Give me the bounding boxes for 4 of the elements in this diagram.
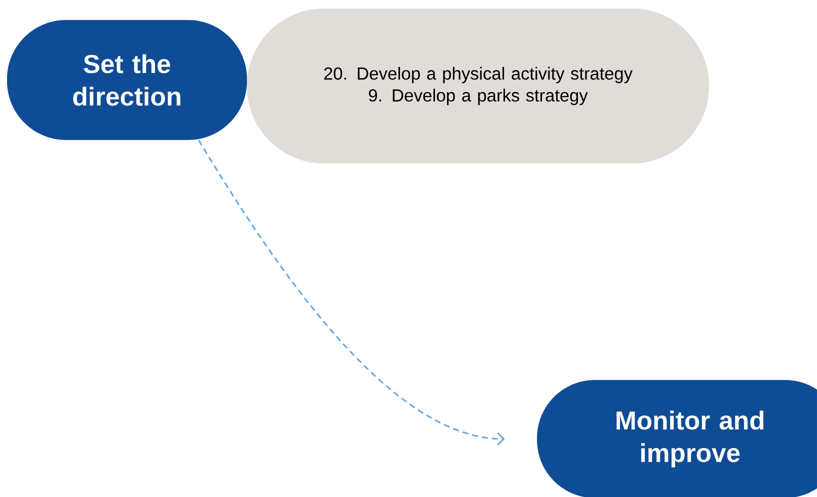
pill-box: Monitor and improve [537, 380, 817, 497]
action-pill: 20. Develop a physical activity strategy 9. Develop a parks strategy [247, 8, 709, 164]
arrow [198, 140, 505, 446]
pill-box: Set the direction [7, 20, 247, 140]
